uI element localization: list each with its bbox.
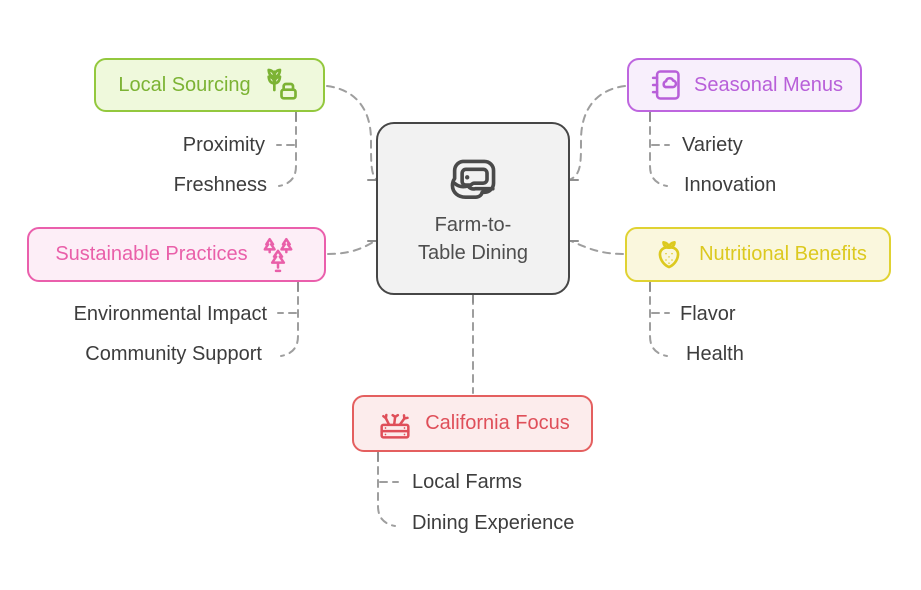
- connector-seasonal-menus-center: [568, 85, 626, 181]
- connector-nutritional-benefits-center: [570, 240, 624, 255]
- node-california-focus[interactable]: California Focus: [352, 395, 593, 452]
- node-california-focus-label: California Focus: [425, 412, 570, 434]
- wheat-harvest-icon: [261, 65, 301, 105]
- vegetable-crate-icon: [375, 404, 415, 444]
- node-local-sourcing-label: Local Sourcing: [118, 73, 251, 96]
- node-sustainable-practices[interactable]: Sustainable Practices: [27, 227, 326, 282]
- connector-local-sourcing-center: [326, 85, 378, 181]
- strawberry-icon: [649, 235, 689, 275]
- child-proximity[interactable]: Proximity: [182, 134, 265, 156]
- center-label-line2: Table Dining: [417, 241, 529, 264]
- connector-seasonal-menus-children: [649, 113, 668, 187]
- child-environmental-impact[interactable]: Environmental Impact: [73, 303, 267, 325]
- child-dining-experience[interactable]: Dining Experience: [412, 512, 575, 534]
- connector-local-sourcing-children: [278, 113, 297, 187]
- node-sustainable-practices-label: Sustainable Practices: [55, 243, 248, 265]
- child-freshness[interactable]: Freshness: [173, 174, 267, 196]
- connector-nutritional-benefits-children: [649, 283, 668, 357]
- child-innovation[interactable]: Innovation: [684, 174, 777, 196]
- node-local-sourcing[interactable]: Local Sourcing: [94, 58, 325, 112]
- node-farm-to-table-dining[interactable]: Farm-to- Table Dining: [376, 122, 570, 295]
- center-node-label: Farm-to- Table Dining: [418, 211, 528, 267]
- notebook-flower-icon: [646, 66, 684, 104]
- child-local-farms[interactable]: Local Farms: [412, 471, 523, 493]
- child-community-support[interactable]: Community Support: [85, 343, 262, 365]
- node-nutritional-benefits-label: Nutritional Benefits: [699, 243, 867, 265]
- connector-sustainable-practices-children: [280, 283, 299, 357]
- node-seasonal-menus[interactable]: Seasonal Menus: [627, 58, 862, 112]
- child-variety[interactable]: Variety: [682, 134, 743, 156]
- connector-sustainable-practices-center: [327, 240, 376, 255]
- node-seasonal-menus-label: Seasonal Menus: [694, 73, 843, 96]
- pine-trees-icon: [258, 235, 298, 275]
- child-flavor[interactable]: Flavor: [680, 303, 736, 325]
- steak-icon: [444, 151, 502, 209]
- node-nutritional-benefits[interactable]: Nutritional Benefits: [625, 227, 891, 282]
- connector-california-focus-children: [377, 453, 396, 527]
- center-label-line1: Farm-to-: [434, 213, 512, 236]
- child-health[interactable]: Health: [686, 343, 744, 365]
